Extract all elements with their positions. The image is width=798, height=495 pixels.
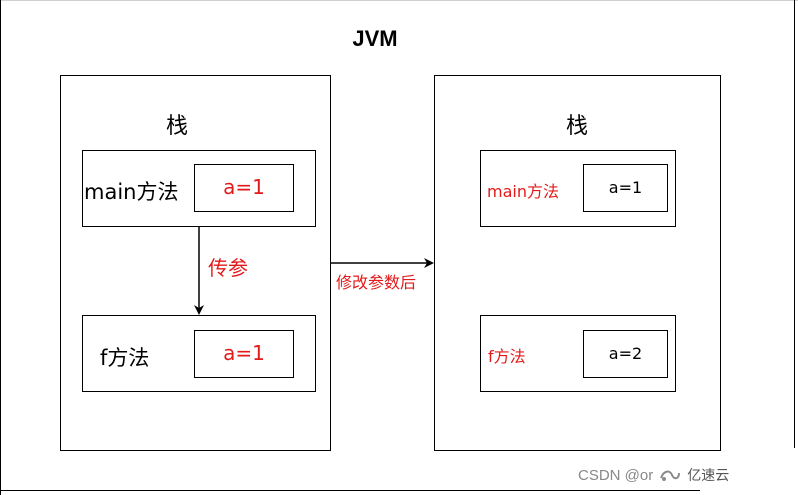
- watermark-text: CSDN @or: [578, 466, 654, 484]
- transition-label: 修改参数后: [336, 269, 417, 293]
- frame-right-border: [794, 0, 795, 448]
- diagram-title: JVM: [352, 26, 398, 51]
- right-f-value-box: [583, 330, 668, 378]
- left-main-method-label: main方法: [84, 180, 179, 204]
- frame-top-border: [0, 0, 798, 1]
- left-main-value-box: [194, 164, 294, 212]
- left-f-value-box: [194, 330, 294, 378]
- yisu-logo-icon: [660, 470, 681, 481]
- frame-left-border: [0, 0, 1, 495]
- right-f-value: a=2: [608, 344, 643, 363]
- right-main-method-label: main方法: [487, 182, 559, 201]
- pass-param-label: 传参: [208, 256, 248, 280]
- watermark: CSDN @or 亿速云: [578, 462, 729, 488]
- right-f-method-label: f方法: [488, 347, 526, 366]
- right-main-value-box: [583, 164, 668, 212]
- left-main-value: a=1: [223, 175, 265, 199]
- right-stack-label: 栈: [566, 114, 589, 139]
- right-main-value: a=1: [608, 178, 643, 197]
- left-f-value: a=1: [223, 341, 265, 365]
- watermark-brand: 亿速云: [687, 467, 730, 483]
- left-stack-label: 栈: [166, 114, 189, 139]
- frame-bottom-border: [0, 490, 700, 491]
- left-f-method-label: f方法: [100, 346, 150, 370]
